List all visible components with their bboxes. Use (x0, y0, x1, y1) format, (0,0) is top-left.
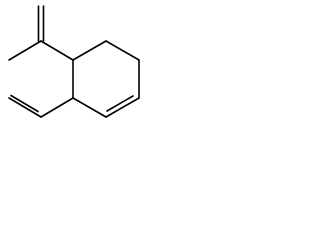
ring-double-bond-inner (106, 95, 134, 112)
ring-bond-upper-right (105, 40, 140, 61)
ring-bond-top (72, 40, 107, 61)
structure-diagram (0, 0, 146, 128)
skeletal-formula (8, 5, 140, 118)
ring-bond-lower-left (72, 97, 107, 118)
bond-vinyl-double-2 (10, 94, 39, 113)
bond-isopropenyl-to-ring (40, 40, 74, 61)
ring-bond-lower-right (105, 97, 140, 118)
bond-vinyl-to-ring (40, 97, 74, 118)
bond-vinyl-double-1 (8, 97, 42, 118)
bond-methyl (8, 40, 42, 61)
